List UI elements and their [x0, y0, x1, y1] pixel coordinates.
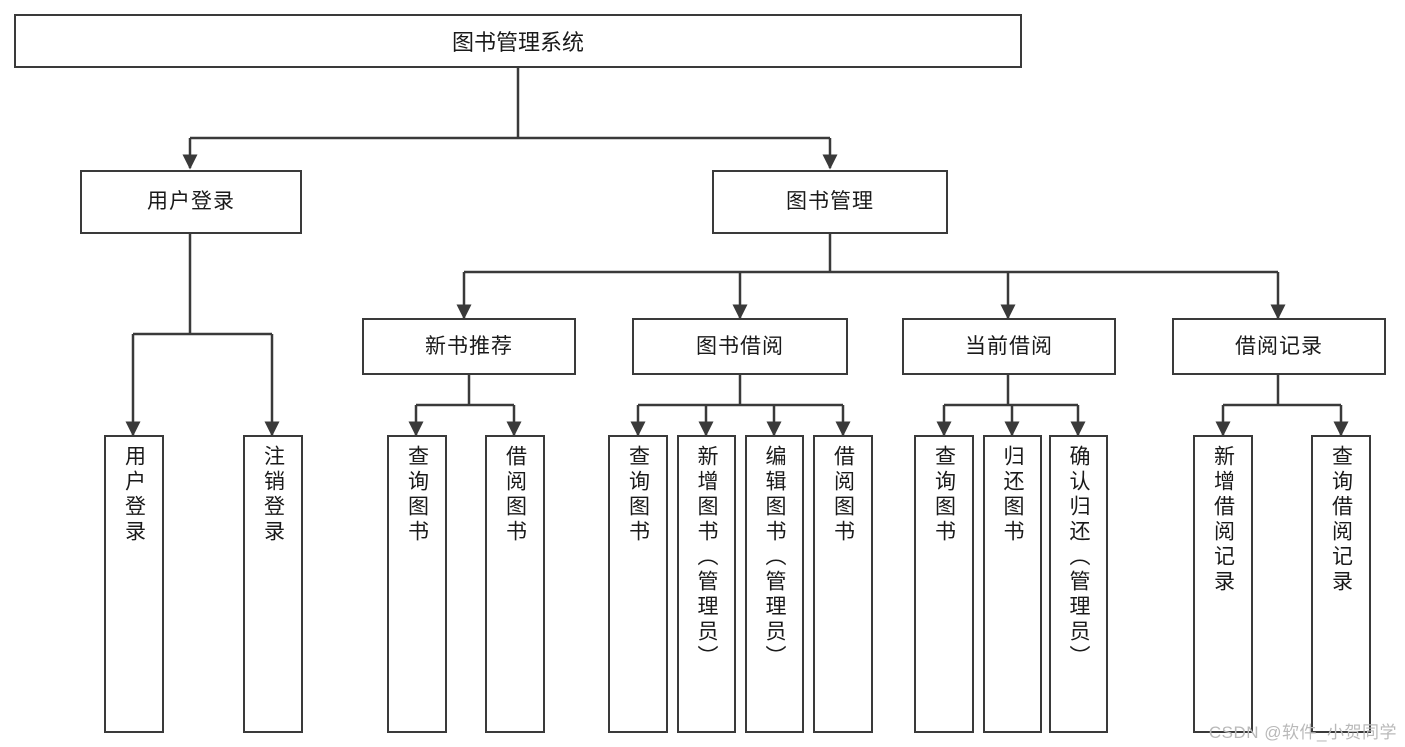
leaf-label: 注销登录 [261, 445, 285, 545]
node-label: 图书借阅 [696, 334, 784, 358]
leaf-add-book-admin[interactable]: 新增图书（管理员） [677, 435, 736, 733]
leaf-label: 新增借阅记录 [1211, 445, 1235, 595]
leaf-label: 查询借阅记录 [1329, 445, 1353, 595]
node-book-management[interactable]: 图书管理 [712, 170, 948, 234]
leaf-borrow-book[interactable]: 借阅图书 [813, 435, 873, 733]
leaf-edit-book-admin[interactable]: 编辑图书（管理员） [745, 435, 804, 733]
leaf-label: 确认归还（管理员） [1067, 445, 1090, 670]
leaf-label: 查询图书 [932, 445, 956, 545]
watermark-text: CSDN @软件_小贺同学 [1208, 723, 1397, 742]
node-label: 新书推荐 [425, 334, 513, 358]
leaf-query-book-current[interactable]: 查询图书 [914, 435, 974, 733]
leaf-label: 查询图书 [626, 445, 650, 545]
leaf-label: 编辑图书（管理员） [763, 445, 786, 670]
leaf-label: 查询图书 [405, 445, 429, 545]
leaf-label: 归还图书 [1001, 445, 1024, 545]
leaf-query-borrow-record[interactable]: 查询借阅记录 [1311, 435, 1371, 733]
leaf-label: 新增图书（管理员） [695, 445, 718, 670]
node-current-borrow[interactable]: 当前借阅 [902, 318, 1116, 375]
node-root-system[interactable]: 图书管理系统 [14, 14, 1022, 68]
node-label: 借阅记录 [1235, 334, 1323, 358]
node-label: 图书管理系统 [451, 30, 584, 55]
node-label: 图书管理 [786, 190, 874, 214]
leaf-add-borrow-record[interactable]: 新增借阅记录 [1193, 435, 1253, 733]
node-user-login[interactable]: 用户登录 [80, 170, 302, 234]
leaf-confirm-return-admin[interactable]: 确认归还（管理员） [1049, 435, 1108, 733]
leaf-borrow-book-new[interactable]: 借阅图书 [485, 435, 545, 733]
node-label: 当前借阅 [965, 334, 1053, 358]
leaf-label: 用户登录 [122, 445, 146, 545]
leaf-logout[interactable]: 注销登录 [243, 435, 303, 733]
node-borrow-record[interactable]: 借阅记录 [1172, 318, 1386, 375]
leaf-user-login[interactable]: 用户登录 [104, 435, 164, 733]
leaf-return-book[interactable]: 归还图书 [983, 435, 1042, 733]
node-label: 用户登录 [147, 190, 235, 214]
leaf-query-book-borrow[interactable]: 查询图书 [608, 435, 668, 733]
node-book-borrow[interactable]: 图书借阅 [632, 318, 848, 375]
leaf-query-book-new[interactable]: 查询图书 [387, 435, 447, 733]
leaf-label: 借阅图书 [503, 445, 527, 545]
node-new-book-recommend[interactable]: 新书推荐 [362, 318, 576, 375]
leaf-label: 借阅图书 [831, 445, 855, 545]
